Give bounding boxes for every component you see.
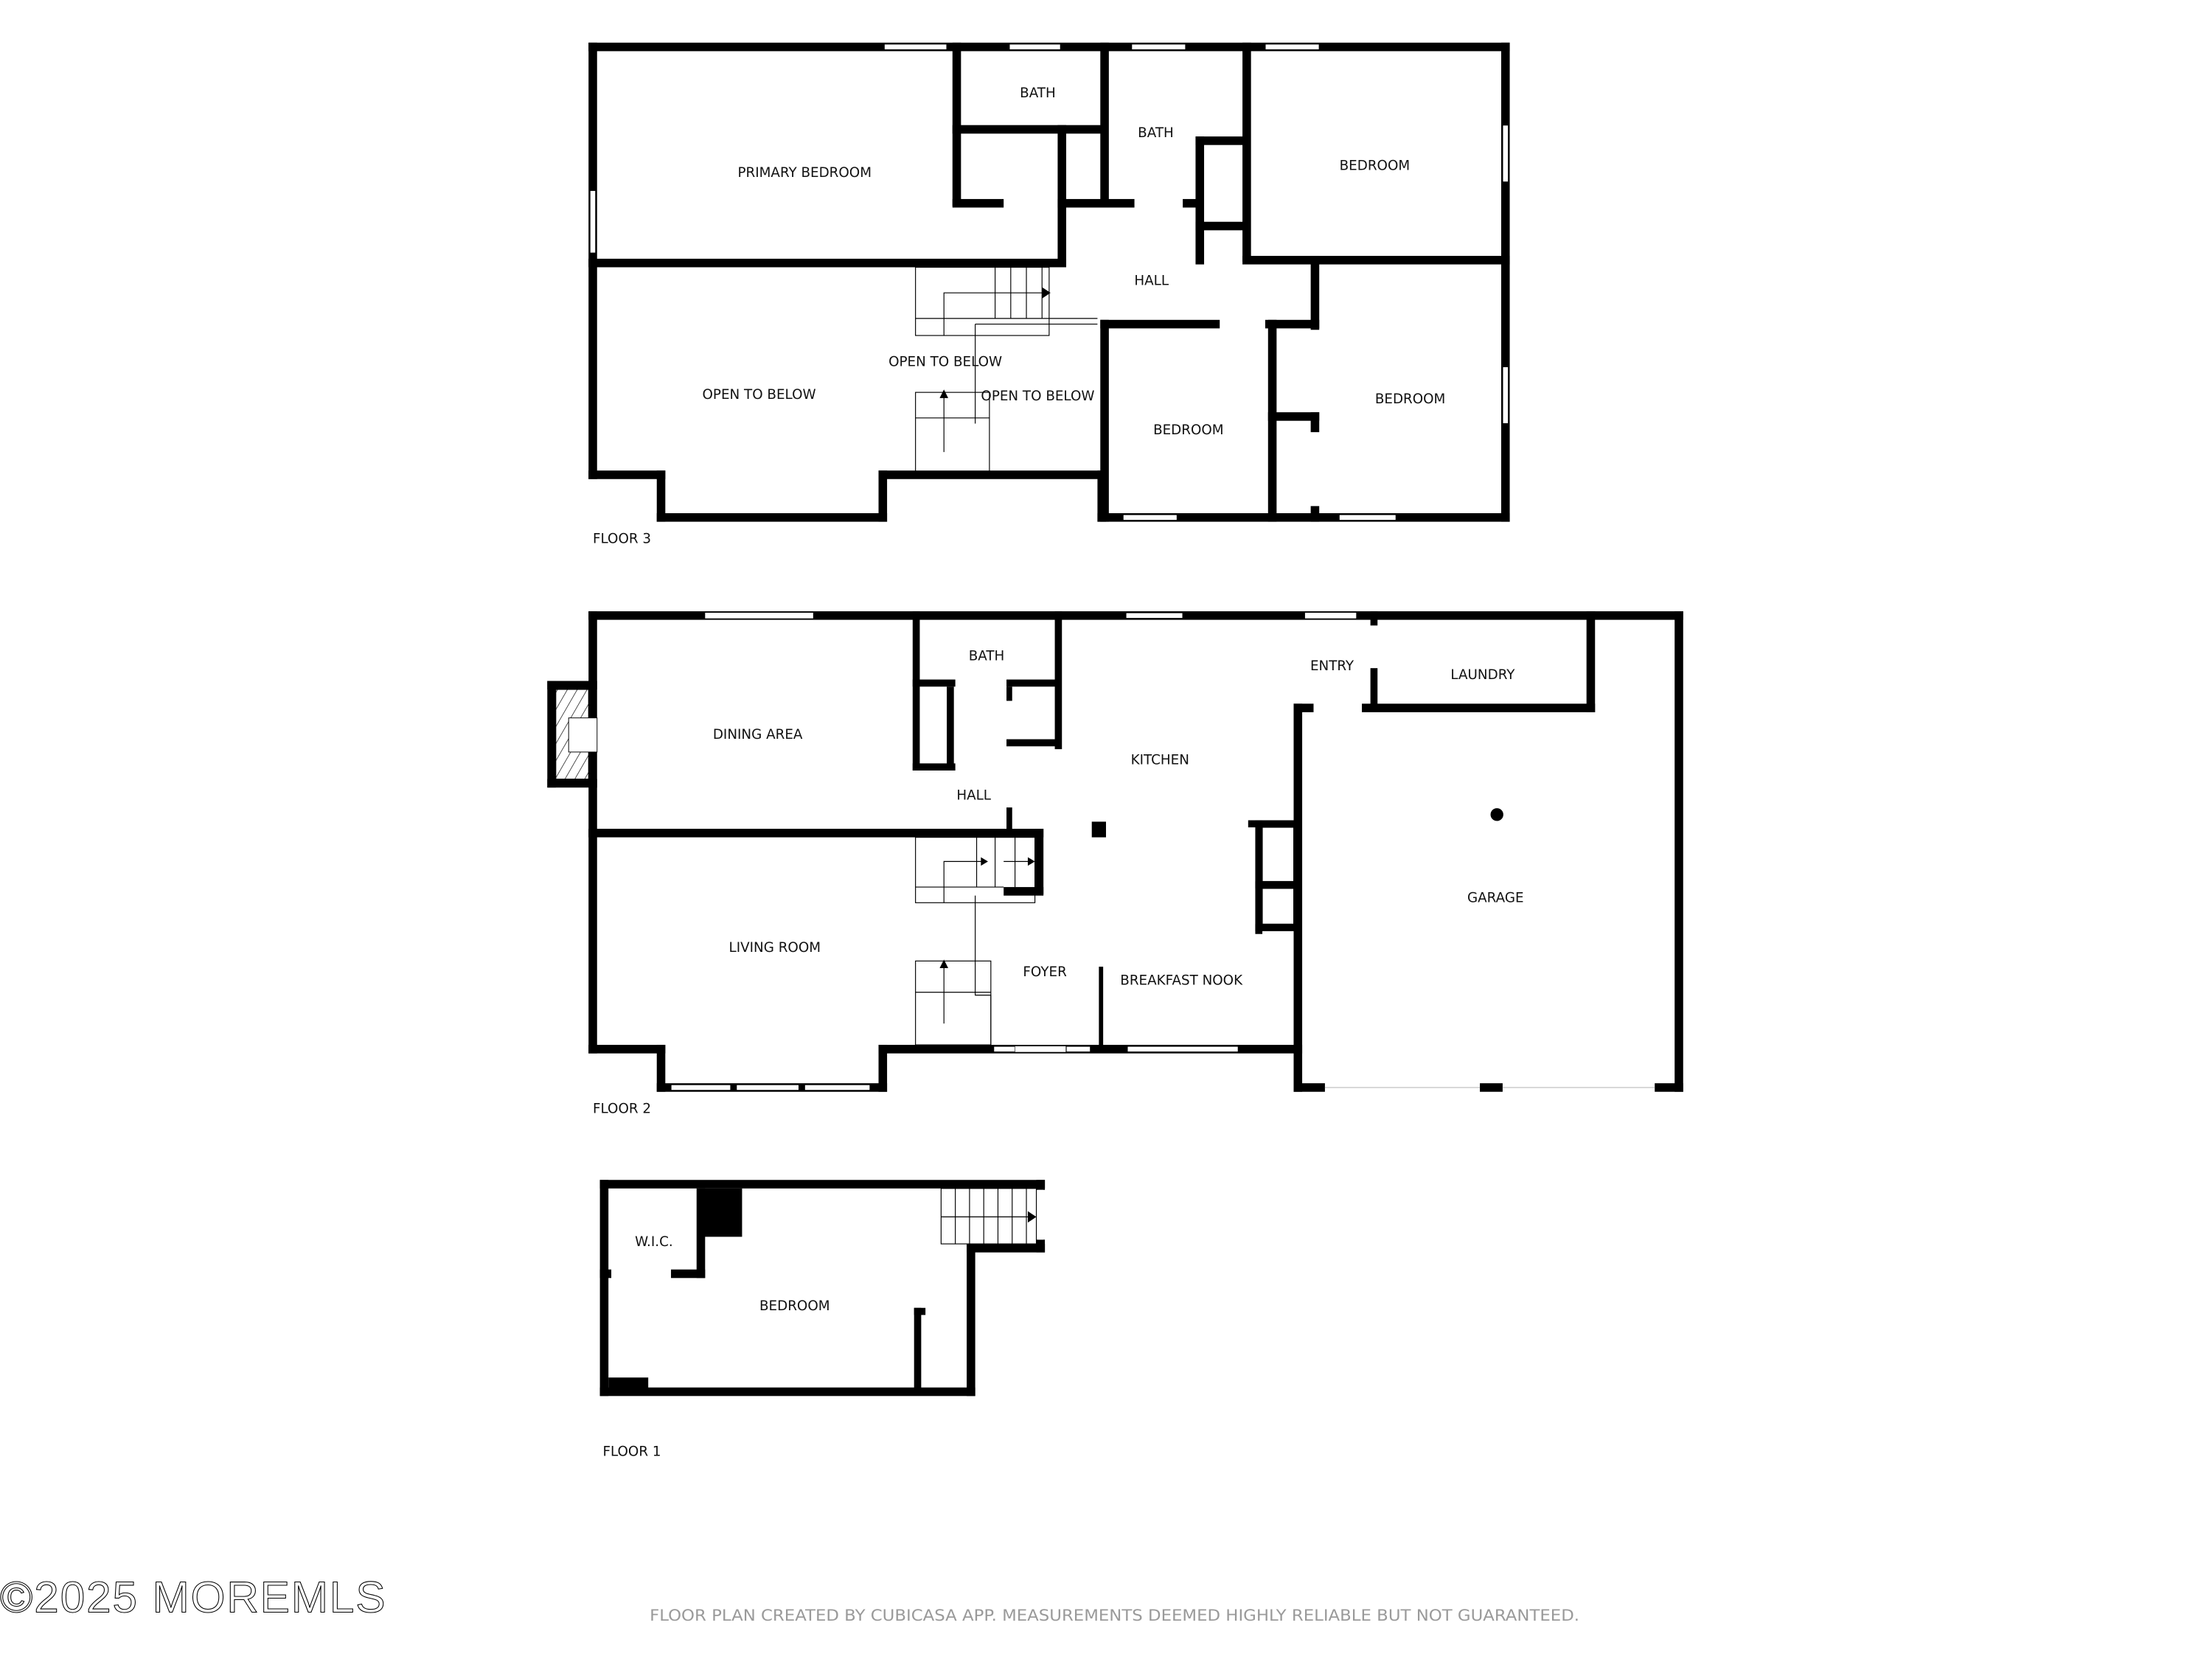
room-label-open-to-below: OPEN TO BELOW xyxy=(703,387,816,403)
room-label-bath: BATH xyxy=(969,649,1005,664)
floor-label: FLOOR 2 xyxy=(593,1102,651,1117)
staircase xyxy=(940,1188,1037,1245)
floor-2-plan xyxy=(547,611,1683,1092)
room-label-entry: ENTRY xyxy=(1310,658,1354,674)
room-label-bedroom: BEDROOM xyxy=(759,1298,830,1314)
room-label-primary-bedroom: PRIMARY BEDROOM xyxy=(738,165,872,181)
floor-3-plan xyxy=(588,42,1510,522)
room-label-bedroom: BEDROOM xyxy=(1340,159,1411,174)
staircase xyxy=(915,837,1036,1046)
room-label-open-to-below: OPEN TO BELOW xyxy=(981,389,1094,404)
room-label-hall: HALL xyxy=(956,788,991,804)
room-label-wic: W.I.C. xyxy=(635,1234,673,1250)
room-label-bedroom: BEDROOM xyxy=(1375,392,1446,407)
room-label-living-room: LIVING ROOM xyxy=(729,940,821,956)
room-label-laundry: LAUNDRY xyxy=(1450,667,1515,683)
room-label-bedroom: BEDROOM xyxy=(1153,422,1224,438)
room-label-breakfast-nook: BREAKFAST NOOK xyxy=(1120,973,1243,988)
room-label-hall: HALL xyxy=(1134,274,1169,289)
staircase xyxy=(915,266,1098,474)
room-label-bath: BATH xyxy=(1020,86,1056,101)
floor-label: FLOOR 1 xyxy=(602,1444,661,1459)
room-label-kitchen: KITCHEN xyxy=(1131,752,1189,768)
room-label-dining-area: DINING AREA xyxy=(713,727,803,742)
room-label-open-to-below: OPEN TO BELOW xyxy=(888,355,1002,370)
floor-1-plan xyxy=(599,1180,1046,1397)
floor-label: FLOOR 3 xyxy=(593,532,651,547)
watermark: ©2025 MOREMLS xyxy=(0,1572,386,1621)
disclaimer-text: FLOOR PLAN CREATED BY CUBICASA APP. MEAS… xyxy=(650,1606,1579,1624)
room-label-foyer: FOYER xyxy=(1023,964,1067,980)
room-label-bath: BATH xyxy=(1138,125,1174,141)
room-label-garage: GARAGE xyxy=(1467,891,1524,906)
